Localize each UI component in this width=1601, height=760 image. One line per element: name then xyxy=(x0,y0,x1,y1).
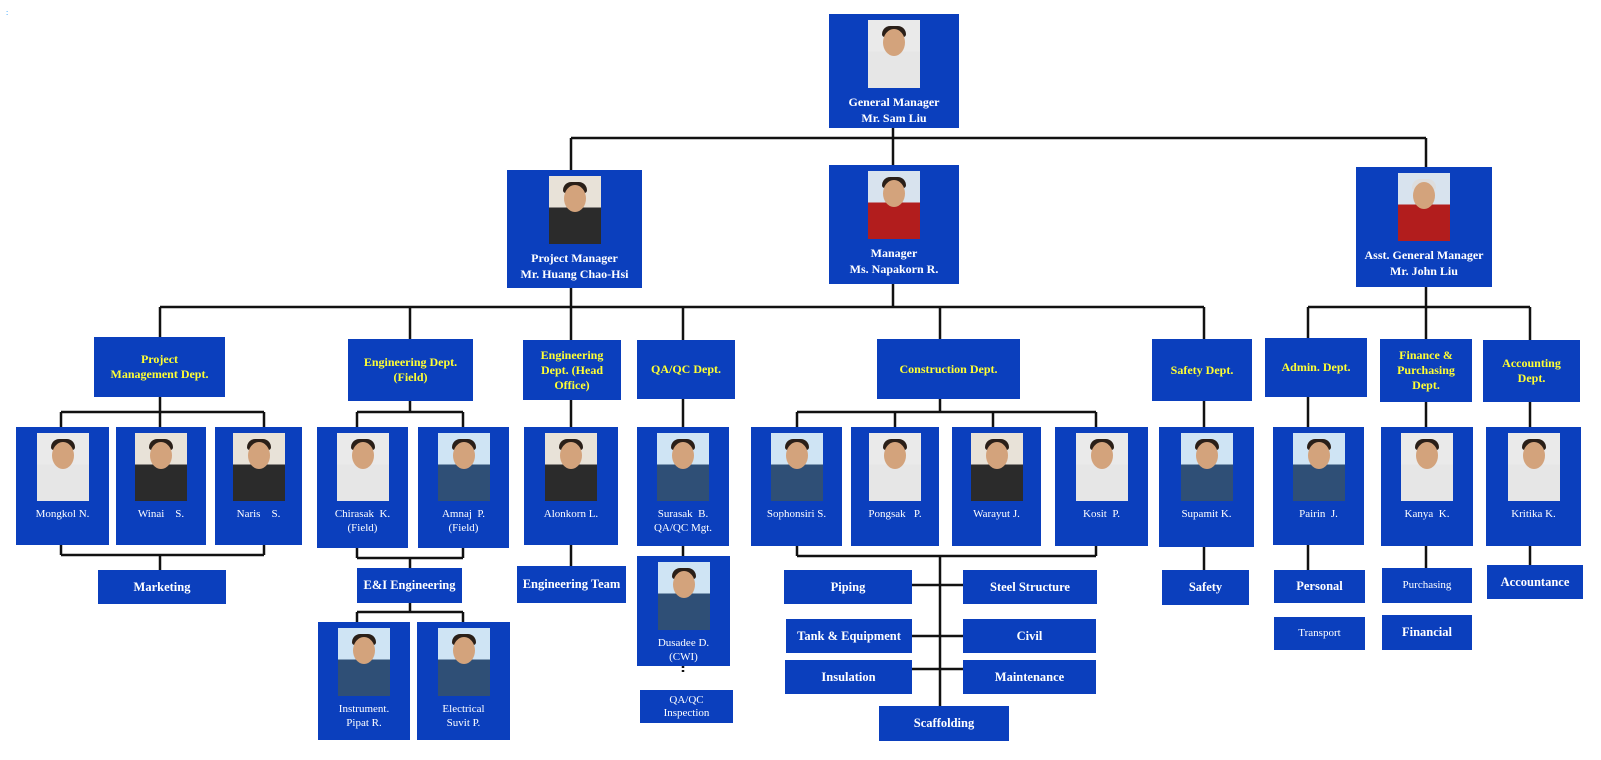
unit-piping: Piping xyxy=(784,570,912,604)
person-winai: Winai S. xyxy=(116,427,206,545)
person-name: Warayut J. xyxy=(973,508,1020,520)
person-photo xyxy=(1180,433,1233,501)
unit-safety: Safety xyxy=(1162,570,1249,605)
manager-name: Ms. Napakorn R. xyxy=(849,262,939,276)
person-photo xyxy=(336,433,389,501)
person-photo xyxy=(869,433,921,501)
person-photo xyxy=(437,628,490,696)
person-sophonsiri: Sophonsiri S. xyxy=(751,427,842,546)
unit-qaqc-inspection: QA/QC Inspection xyxy=(640,690,733,723)
asst-general-manager-photo xyxy=(1398,173,1450,241)
person-name: Kanya K. xyxy=(1404,508,1450,520)
general-manager-name: Mr. Sam Liu xyxy=(861,111,927,125)
unit-marketing: Marketing xyxy=(98,570,226,604)
person-name: Pairin J. xyxy=(1299,508,1338,520)
project-manager-name: Mr. Huang Chao-Hsi xyxy=(520,267,629,281)
unit-tank-equipment: Tank & Equipment xyxy=(786,619,912,653)
person-amnaj: Amnaj P. (Field) xyxy=(418,427,509,548)
person-photo xyxy=(657,562,710,630)
dept-safety: Safety Dept. xyxy=(1152,339,1252,401)
person-photo xyxy=(232,433,285,501)
person-photo xyxy=(770,433,823,501)
person-naris: Naris S. xyxy=(215,427,302,545)
dept-project-management: Project Management Dept. xyxy=(94,337,225,397)
person-name: Surasak B. QA/QC Mgt. xyxy=(653,508,713,534)
unit-purchasing: Purchasing xyxy=(1382,568,1472,603)
general-manager-photo xyxy=(868,20,920,88)
person-name: Instrument. Pipat R. xyxy=(338,703,390,729)
project-manager-card: Project Manager Mr. Huang Chao-Hsi xyxy=(507,170,642,288)
unit-personal: Personal xyxy=(1274,570,1365,603)
person-photo xyxy=(437,433,490,501)
corner-mark: : xyxy=(6,8,9,17)
unit-insulation: Insulation xyxy=(785,660,912,694)
person-warayut: Warayut J. xyxy=(952,427,1041,546)
person-name: Chirasak K. (Field) xyxy=(334,508,391,534)
person-name: Pongsak P. xyxy=(868,508,922,520)
unit-engineering-team: Engineering Team xyxy=(517,566,626,603)
dept-finance-purchasing: Finance & Purchasing Dept. xyxy=(1380,339,1472,402)
person-kritika: Kritika K. xyxy=(1486,427,1581,546)
asst-general-manager-name: Mr. John Liu xyxy=(1390,264,1458,278)
dept-construction: Construction Dept. xyxy=(877,339,1020,399)
general-manager-card: General Manager Mr. Sam Liu xyxy=(829,14,959,128)
person-pairin: Pairin J. xyxy=(1273,427,1364,545)
manager-photo xyxy=(868,171,920,239)
person-chirasak: Chirasak K. (Field) xyxy=(317,427,408,548)
person-pongsak: Pongsak P. xyxy=(851,427,939,546)
person-name: Winai S. xyxy=(137,508,185,520)
person-alonkorn: Alonkorn L. xyxy=(524,427,618,545)
unit-civil: Civil xyxy=(963,619,1096,653)
person-photo xyxy=(135,433,187,501)
dept-admin: Admin. Dept. xyxy=(1265,338,1367,397)
manager-card: Manager Ms. Napakorn R. xyxy=(829,165,959,284)
person-photo xyxy=(36,433,89,501)
asst-general-manager-card: Asst. General Manager Mr. John Liu xyxy=(1356,167,1492,287)
dept-engineering-field: Engineering Dept. (Field) xyxy=(348,339,473,401)
unit-steel-structure: Steel Structure xyxy=(963,570,1097,604)
general-manager-title: General Manager xyxy=(848,95,940,109)
person-name: Electrical Suvit P. xyxy=(442,703,485,729)
person-name: Alonkorn L. xyxy=(543,508,599,520)
person-name: Mongkol N. xyxy=(35,508,90,520)
person-kanya: Kanya K. xyxy=(1381,427,1473,546)
dept-accounting: Accounting Dept. xyxy=(1483,340,1580,402)
person-name: Supamit K. xyxy=(1181,508,1232,520)
person-photo xyxy=(545,433,597,501)
unit-financial: Financial xyxy=(1382,615,1472,650)
person-kosit: Kosit P. xyxy=(1055,427,1148,546)
unit-ei-engineering: E&I Engineering xyxy=(357,568,462,603)
person-name: Amnaj P. (Field) xyxy=(441,508,486,534)
person-photo xyxy=(1292,433,1345,501)
person-photo xyxy=(1507,433,1560,501)
person-photo xyxy=(1401,433,1453,501)
person-surasak: Surasak B. QA/QC Mgt. xyxy=(637,427,729,546)
person-pipat: Instrument. Pipat R. xyxy=(318,622,410,740)
person-name: Kosit P. xyxy=(1083,508,1120,520)
person-supamit: Supamit K. xyxy=(1159,427,1254,547)
person-dusadee: Dusadee D. (CWI) xyxy=(637,556,730,666)
dept-qaqc: QA/QC Dept. xyxy=(637,340,735,399)
dept-engineering-head-office: Engineering Dept. (Head Office) xyxy=(523,340,621,400)
person-suvit: Electrical Suvit P. xyxy=(417,622,510,740)
person-name: Dusadee D. (CWI) xyxy=(657,637,710,663)
person-name: Naris S. xyxy=(236,508,281,520)
unit-accountance: Accountance xyxy=(1487,565,1583,599)
unit-scaffolding: Scaffolding xyxy=(879,706,1009,741)
unit-maintenance: Maintenance xyxy=(963,660,1096,694)
project-manager-title: Project Manager xyxy=(531,251,618,265)
asst-general-manager-title: Asst. General Manager xyxy=(1364,248,1484,262)
person-photo xyxy=(1075,433,1128,501)
unit-transport: Transport xyxy=(1274,617,1365,650)
person-name: Kritika K. xyxy=(1511,508,1556,520)
project-manager-photo xyxy=(548,176,601,244)
person-photo xyxy=(657,433,709,501)
manager-title: Manager xyxy=(870,246,918,260)
person-photo xyxy=(970,433,1023,501)
person-name: Sophonsiri S. xyxy=(766,508,827,520)
person-photo xyxy=(338,628,390,696)
person-mongkol: Mongkol N. xyxy=(16,427,109,545)
